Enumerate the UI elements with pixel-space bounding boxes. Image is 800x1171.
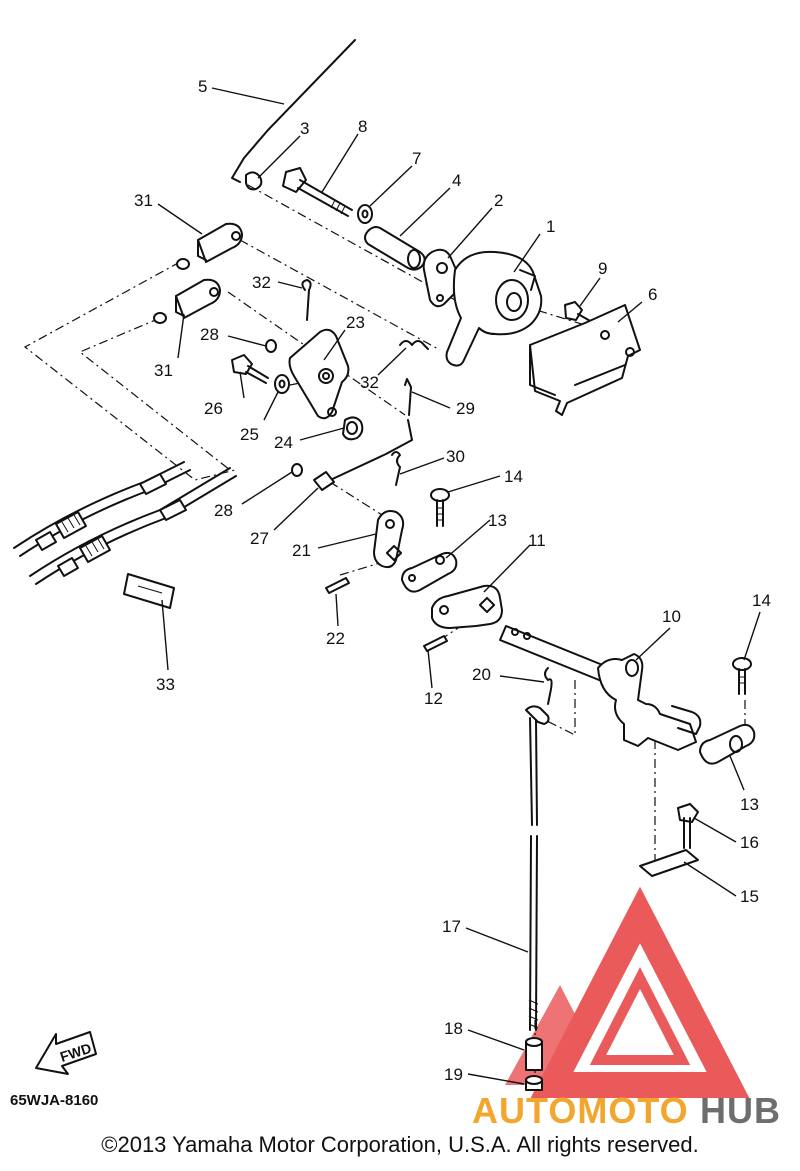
joint-31-bottom bbox=[175, 278, 221, 319]
callout-3: 3 bbox=[300, 119, 309, 138]
callout-10: 10 bbox=[662, 607, 681, 626]
watermark-text-hub: HUB bbox=[700, 1090, 781, 1131]
callout-1: 1 bbox=[546, 217, 555, 236]
callout-16: 16 bbox=[740, 833, 759, 852]
clip-29 bbox=[404, 378, 412, 416]
callout-14-right: 14 bbox=[752, 591, 771, 610]
pin-22 bbox=[325, 577, 350, 594]
callout-30: 30 bbox=[446, 447, 465, 466]
diagram-code: 65WJA-8160 bbox=[10, 1092, 99, 1109]
washer-25 bbox=[274, 374, 290, 394]
callout-11: 11 bbox=[528, 531, 546, 550]
callout-28-bottom: 28 bbox=[214, 501, 233, 520]
callout-33: 33 bbox=[156, 675, 175, 694]
callout-7: 7 bbox=[412, 149, 421, 168]
link-rod-5 bbox=[231, 39, 356, 183]
callout-13-right: 13 bbox=[740, 795, 759, 814]
callout-28-top: 28 bbox=[200, 325, 219, 344]
clip-3 bbox=[245, 171, 263, 191]
shift-lever-11 bbox=[431, 584, 503, 629]
plate-15 bbox=[639, 849, 699, 877]
bolt-14-top bbox=[430, 488, 450, 527]
clip-30 bbox=[391, 451, 401, 486]
nut-18 bbox=[525, 1037, 543, 1071]
callout-15: 15 bbox=[740, 887, 759, 906]
bolt-16 bbox=[677, 803, 699, 849]
washer-7 bbox=[357, 204, 373, 224]
shift-shaft-10 bbox=[499, 625, 702, 751]
callout-20: 20 bbox=[472, 665, 491, 684]
washer-28-top bbox=[265, 339, 277, 353]
pin-12 bbox=[423, 635, 448, 652]
shift-rod-17 bbox=[525, 705, 550, 1031]
nut-top bbox=[176, 258, 190, 270]
clamp-13-right bbox=[699, 723, 756, 765]
link-rod-27 bbox=[313, 419, 413, 491]
fwd-arrow-icon: FWD bbox=[35, 1031, 97, 1075]
reference-lines bbox=[23, 184, 746, 1085]
callout-31-bottom: 31 bbox=[154, 361, 173, 380]
washer-28-bottom bbox=[291, 463, 303, 477]
plate-2 bbox=[422, 248, 461, 308]
callout-24: 24 bbox=[274, 433, 293, 452]
bolt-26 bbox=[231, 354, 269, 384]
callout-23: 23 bbox=[346, 313, 365, 332]
bolt-8 bbox=[282, 167, 353, 217]
callout-6: 6 bbox=[648, 285, 657, 304]
callout-13-top: 13 bbox=[488, 511, 507, 530]
collar-4 bbox=[364, 226, 426, 271]
callout-18: 18 bbox=[444, 1019, 463, 1038]
callout-25: 25 bbox=[240, 425, 259, 444]
callout-9: 9 bbox=[598, 259, 607, 278]
bolt-14-right bbox=[732, 657, 752, 695]
callout-14-top: 14 bbox=[504, 467, 523, 486]
watermark-logo-icon bbox=[505, 886, 750, 1098]
nut-bottom bbox=[153, 312, 167, 324]
clip-32-right bbox=[399, 340, 429, 350]
bolt-9 bbox=[564, 301, 593, 323]
callout-21: 21 bbox=[292, 541, 311, 560]
callout-22: 22 bbox=[326, 629, 345, 648]
callout-27: 27 bbox=[250, 529, 269, 548]
callout-26: 26 bbox=[204, 399, 223, 418]
collar-24 bbox=[342, 416, 364, 441]
callout-32-right: 32 bbox=[360, 373, 379, 392]
callout-2: 2 bbox=[494, 191, 503, 210]
remote-cables bbox=[13, 461, 237, 585]
callout-17: 17 bbox=[442, 917, 461, 936]
leader-lines bbox=[157, 87, 761, 1085]
lever-23 bbox=[288, 328, 350, 420]
callouts: 1 2 3 4 5 6 7 8 9 10 11 12 13 13 14 14 1… bbox=[134, 77, 771, 1084]
clip-32-top bbox=[301, 279, 312, 321]
callout-5: 5 bbox=[198, 77, 207, 96]
callout-8: 8 bbox=[358, 117, 367, 136]
label-33 bbox=[123, 573, 175, 609]
lever-21 bbox=[373, 510, 405, 569]
callout-32-top: 32 bbox=[252, 273, 271, 292]
callout-29: 29 bbox=[456, 399, 475, 418]
clip-20 bbox=[544, 667, 553, 705]
nut-19 bbox=[525, 1075, 543, 1091]
callout-12: 12 bbox=[424, 689, 443, 708]
callout-19: 19 bbox=[444, 1065, 463, 1084]
callout-4: 4 bbox=[452, 171, 461, 190]
throttle-cam-1 bbox=[445, 250, 543, 367]
copyright-notice: ©2013 Yamaha Motor Corporation, U.S.A. A… bbox=[101, 1132, 699, 1157]
bracket-6 bbox=[529, 304, 641, 416]
watermark-text-automoto: AUTOMOTO bbox=[472, 1090, 689, 1131]
joint-31-top bbox=[197, 222, 243, 263]
callout-31-top: 31 bbox=[134, 191, 153, 210]
clamp-13-top bbox=[401, 551, 458, 593]
